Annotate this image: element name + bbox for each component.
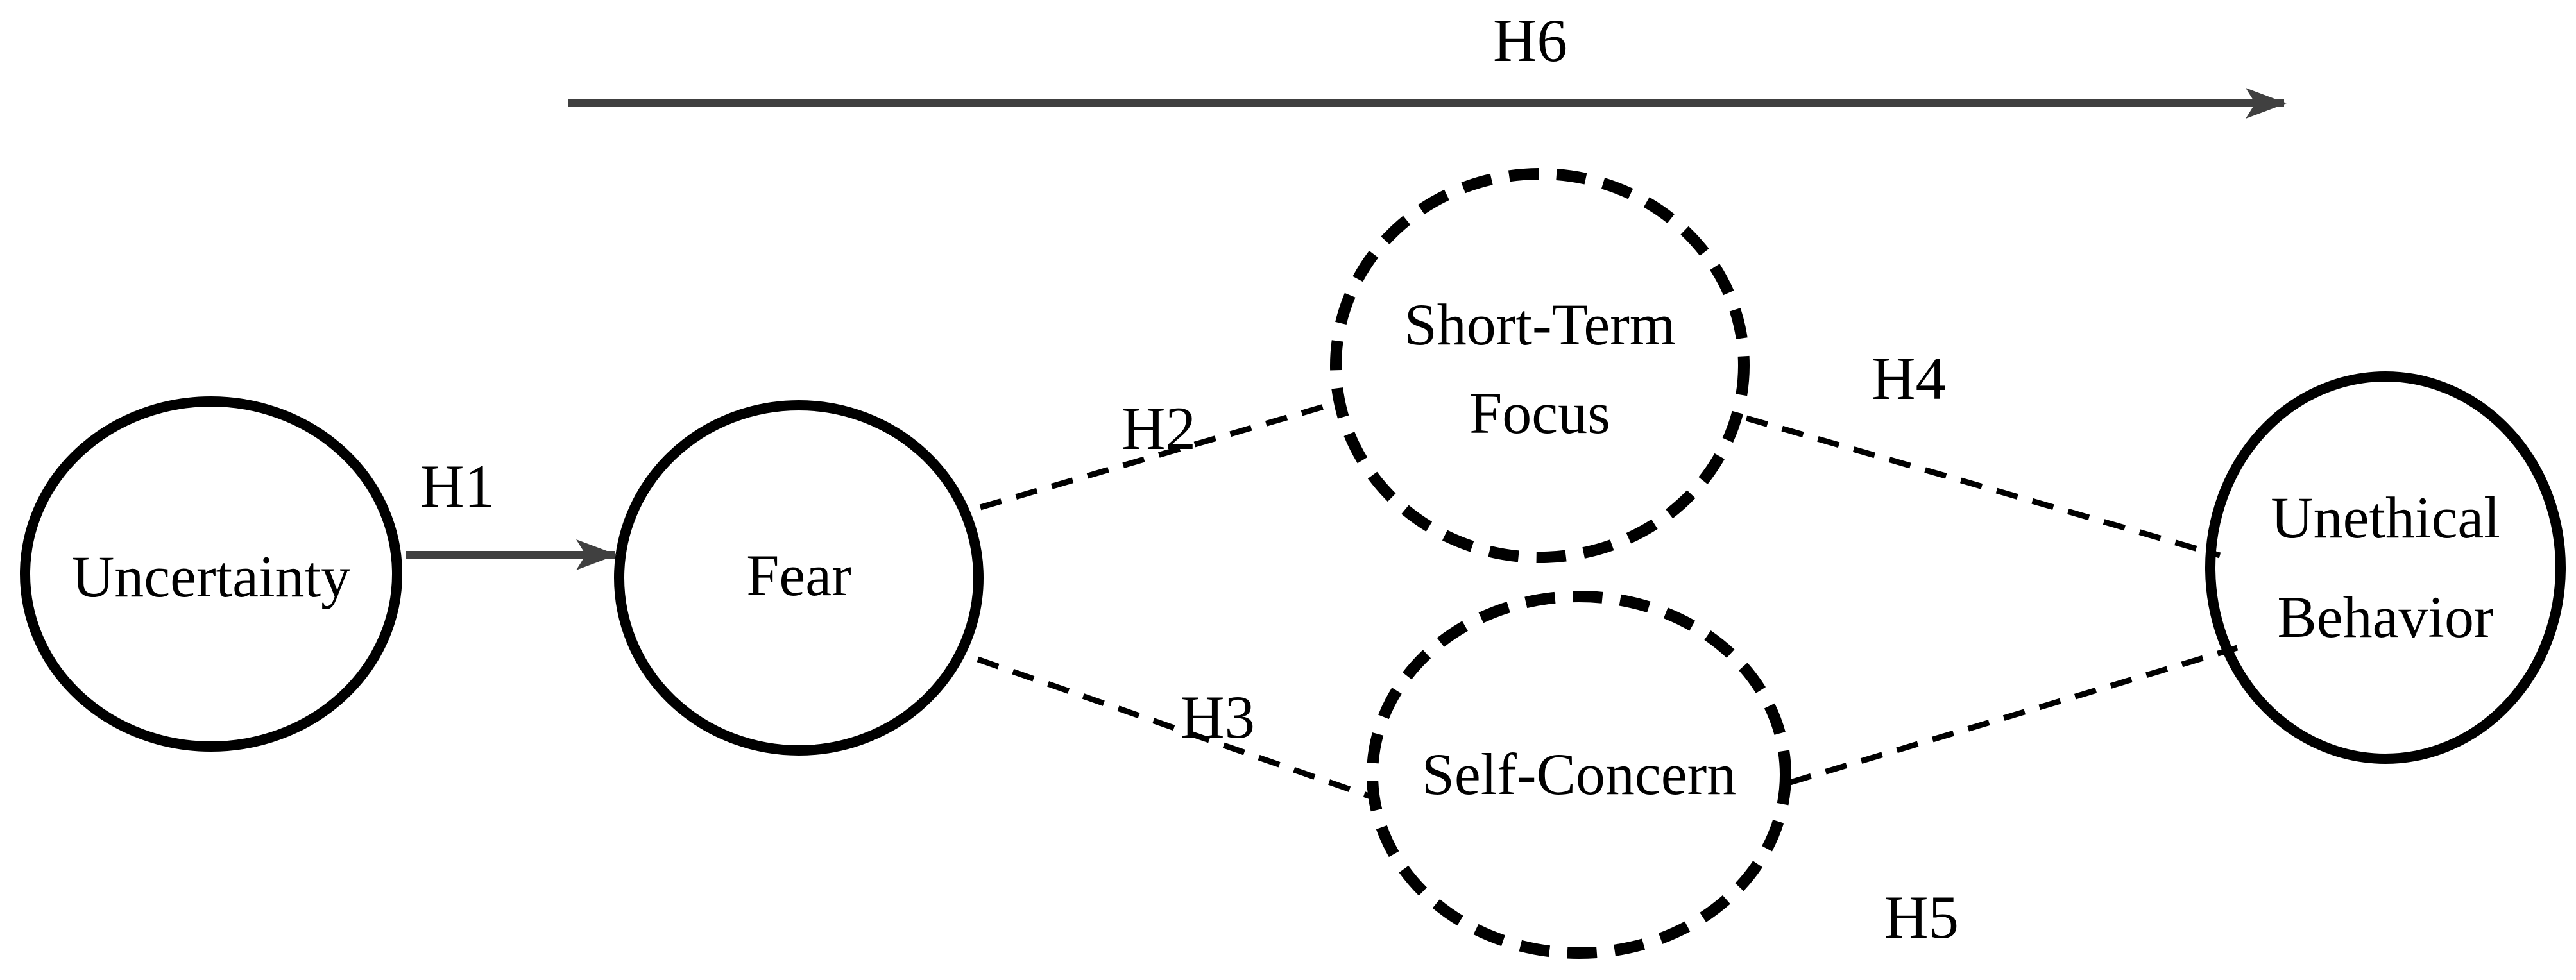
h6-label: H6: [1493, 6, 1567, 74]
edge-h3-line: [977, 656, 1376, 801]
node-unethical-behavior-circle: [2205, 371, 2566, 764]
node-fear-circle: [614, 400, 984, 756]
h2-label: H2: [1122, 394, 1196, 462]
h4-label: H4: [1872, 344, 1946, 412]
node-self-concern-circle: [1367, 591, 1791, 959]
edge-h2-line: [979, 400, 1338, 511]
node-unethical-behavior-label-line1: Unethical: [2271, 485, 2500, 550]
node-uncertainty-circle: [20, 396, 402, 752]
node-self-concern-label: Self-Concern: [1422, 741, 1737, 807]
node-short-term-focus-label-line2: Focus: [1469, 380, 1610, 446]
node-unethical-behavior-label-line2: Behavior: [2277, 584, 2493, 650]
node-short-term-focus-circle: [1330, 168, 1750, 563]
h1-label: H1: [420, 452, 495, 520]
h5-label: H5: [1884, 883, 1959, 951]
node-uncertainty-label: Uncertainty: [72, 544, 350, 609]
node-fear-label: Fear: [746, 543, 851, 608]
node-short-term-focus-label-line1: Short-Term: [1404, 292, 1676, 357]
edge-h5-line: [1789, 645, 2239, 786]
h3-label: H3: [1181, 683, 1255, 751]
edge-h4-line: [1745, 415, 2221, 559]
